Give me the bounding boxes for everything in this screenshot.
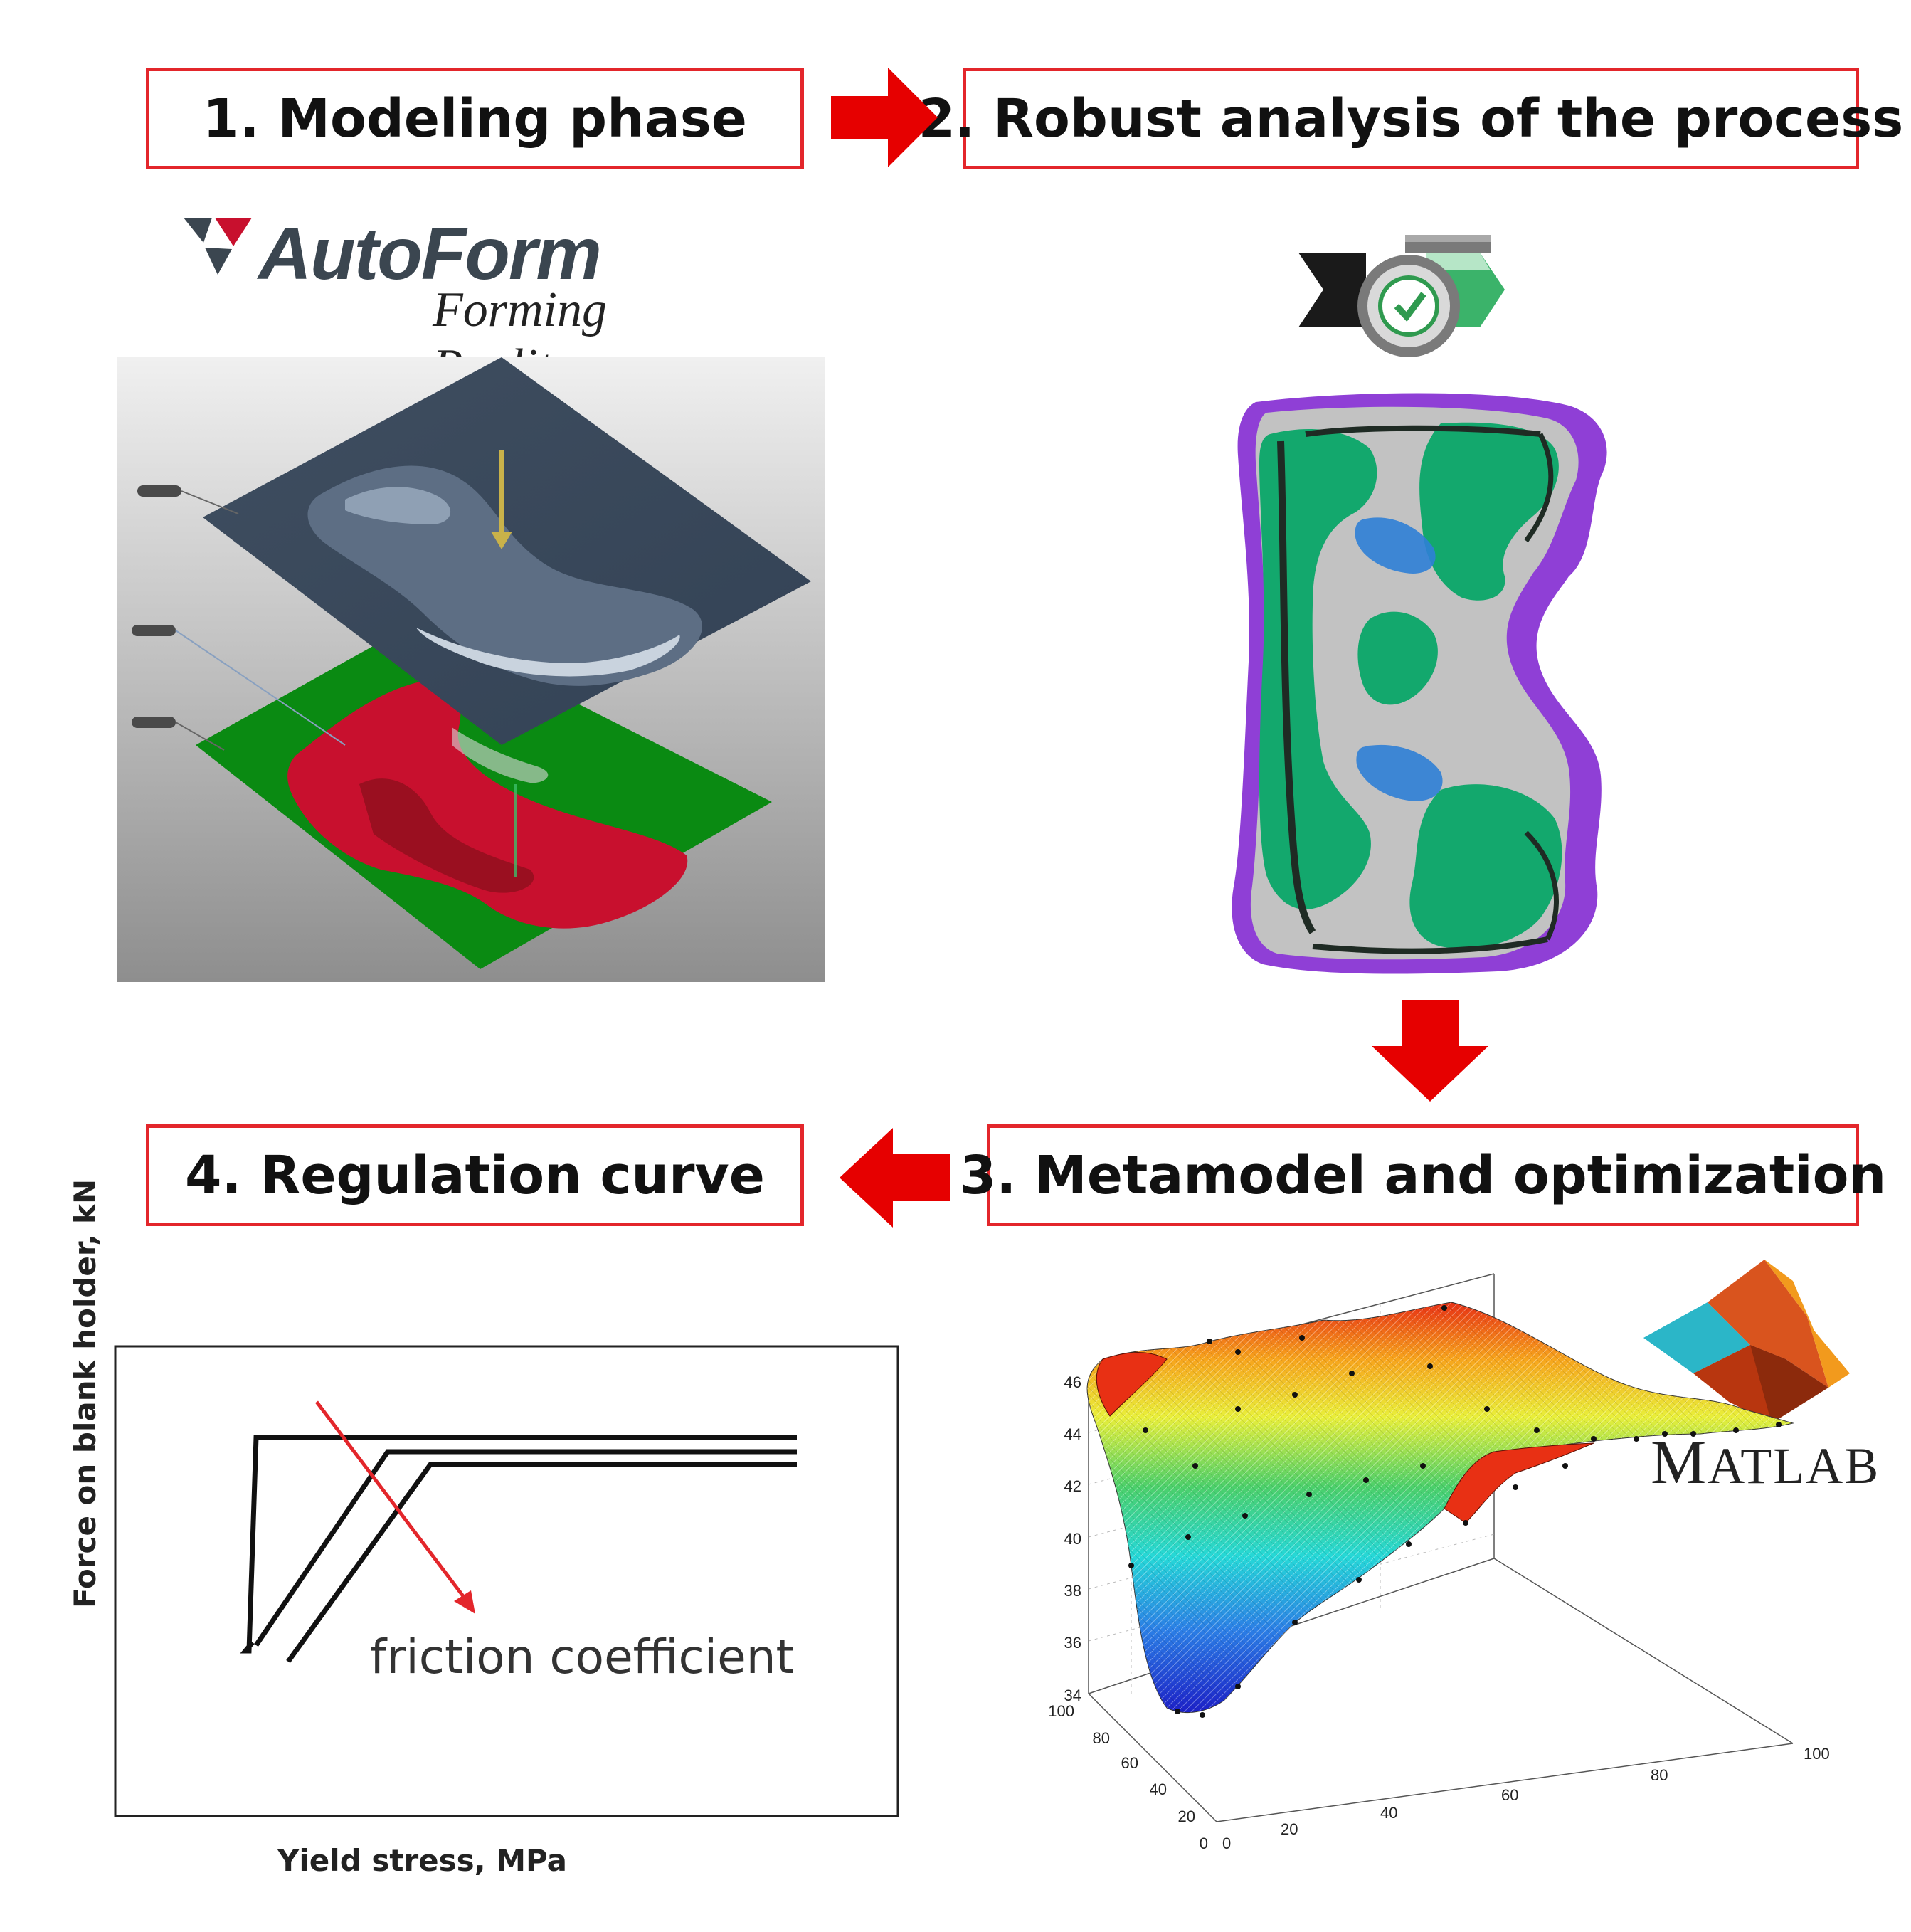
step-regulation-curve: 4. Regulation curve <box>146 1124 804 1226</box>
z-tick-44: 44 <box>1064 1425 1081 1443</box>
chart-frame <box>114 1345 899 1817</box>
z-tick-36: 36 <box>1064 1634 1081 1652</box>
step-4-label: 4. Regulation curve <box>185 1144 765 1206</box>
surface-plot: 46 44 42 40 38 36 34 100 80 60 40 20 0 0… <box>1048 1273 1830 1852</box>
autoform-emblem-icon <box>184 218 252 275</box>
z-tick-34: 34 <box>1064 1686 1081 1704</box>
autoform-wordmark: AutoForm <box>258 213 602 295</box>
matlab-wordmark: MATLAB <box>1651 1428 1880 1497</box>
step-2-label: 2. Robust analysis of the process <box>918 88 1904 149</box>
matlab-membrane-icon <box>1643 1260 1850 1423</box>
z-tick-38: 38 <box>1064 1582 1081 1600</box>
arrow-left-icon <box>840 1128 950 1228</box>
step-3-label: 3. Metamodel and optimization <box>959 1144 1887 1206</box>
z-tick-42: 42 <box>1064 1477 1081 1495</box>
left-tick-0: 0 <box>1200 1835 1208 1852</box>
arrow-down-icon <box>1372 1000 1488 1102</box>
friction-trend-arrow <box>315 1400 471 1606</box>
autoform-simulation-image <box>117 357 825 982</box>
robustness-analysis-image <box>1227 391 1608 978</box>
friction-coefficient-label: friction coefficient <box>370 1630 795 1684</box>
chart-y-axis-label: Force on blank holder, kN <box>68 1178 102 1608</box>
chart-x-axis-label: Yield stress, MPa <box>277 1843 568 1878</box>
design-points <box>1128 1305 1782 1718</box>
robustness-sigma-icon <box>1298 221 1505 391</box>
step-1-label: 1. Modeling phase <box>203 88 747 149</box>
friction-arrowhead-icon <box>454 1590 475 1614</box>
left-tick-40: 40 <box>1150 1780 1167 1798</box>
right-tick-80: 80 <box>1651 1766 1668 1784</box>
step-robust-analysis: 2. Robust analysis of the process <box>919 68 1903 169</box>
right-tick-20: 20 <box>1281 1820 1298 1838</box>
z-tick-40: 40 <box>1064 1530 1081 1548</box>
formed-part-red <box>287 679 688 929</box>
right-tick-0: 0 <box>1222 1835 1231 1852</box>
left-tick-60: 60 <box>1121 1754 1138 1772</box>
step-metamodel-optimization: 3. Metamodel and optimization <box>960 1124 1886 1226</box>
left-tick-20: 20 <box>1178 1807 1195 1825</box>
left-tick-100: 100 <box>1048 1702 1074 1720</box>
regulation-curves <box>240 1435 797 1664</box>
annotation-tags <box>132 485 346 751</box>
right-tick-60: 60 <box>1501 1786 1518 1804</box>
regulation-curve-chart <box>114 1345 899 1817</box>
right-tick-40: 40 <box>1380 1804 1397 1822</box>
autoform-logo: AutoForm Forming Reality <box>184 212 753 394</box>
step-modeling-phase: 1. Modeling phase <box>146 68 804 169</box>
left-tick-80: 80 <box>1093 1729 1110 1747</box>
z-tick-46: 46 <box>1064 1373 1081 1391</box>
right-tick-100: 100 <box>1804 1745 1830 1763</box>
